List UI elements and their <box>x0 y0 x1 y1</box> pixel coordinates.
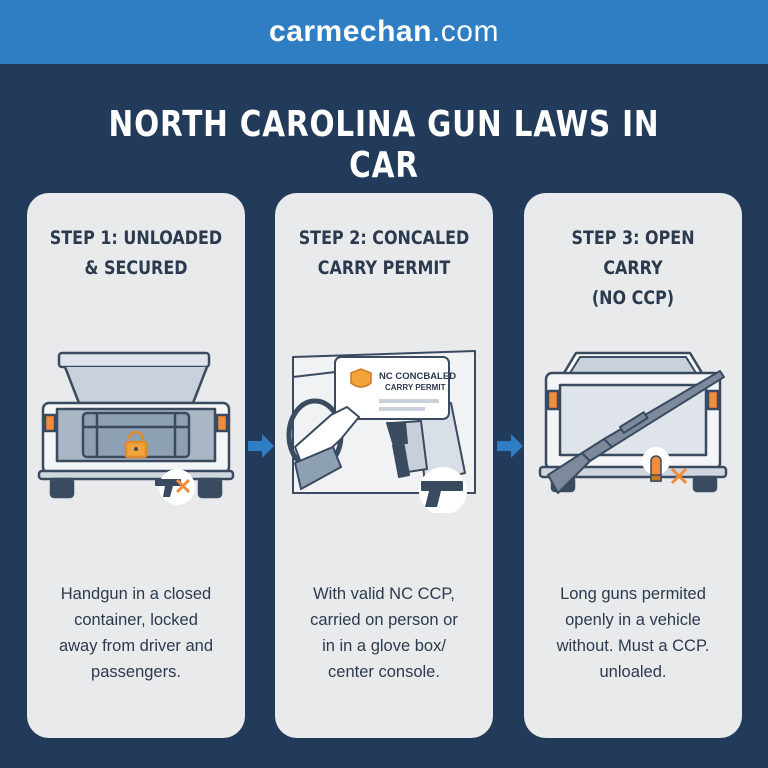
step-card-1: STEP 1: UNLOADED & SECURED <box>27 193 245 738</box>
site-banner: carmechan.com <box>0 0 768 64</box>
pickup-rifle-illustration <box>538 351 728 494</box>
arrow-right-icon <box>248 434 274 458</box>
step-3-title: STEP 3: OPEN CARRY (NO CCP) <box>571 227 695 309</box>
step-3-description: Long guns permited openly in a vehicle w… <box>556 585 710 681</box>
permit-card-line2: CARRY PERMIT <box>385 383 446 392</box>
arrow-right-icon <box>497 434 523 458</box>
car-interior-illustration: NC CONCBALED CARRY PERMIT <box>286 350 476 513</box>
truck-lockbox-illustration <box>37 351 235 505</box>
step-2-title: STEP 2: CONCALED CARRY PERMIT <box>298 227 470 279</box>
permit-card-line1: NC CONCBALED <box>379 371 456 382</box>
site-name[interactable]: carmechan.com <box>269 15 499 48</box>
page-title: NORTH CAROLINA GUN LAWS IN CAR <box>108 104 660 186</box>
step-2-description: With valid NC CCP, carried on person or … <box>310 585 458 681</box>
step-1-title: STEP 1: UNLOADED & SECURED <box>49 227 223 279</box>
step-1-description: Handgun in a closed container, locked aw… <box>58 585 214 681</box>
step-card-3: STEP 3: OPEN CARRY (NO CCP) <box>524 193 742 738</box>
step-card-2: STEP 2: CONCALED CARRY PERMIT NC CONCBAL… <box>275 193 493 738</box>
